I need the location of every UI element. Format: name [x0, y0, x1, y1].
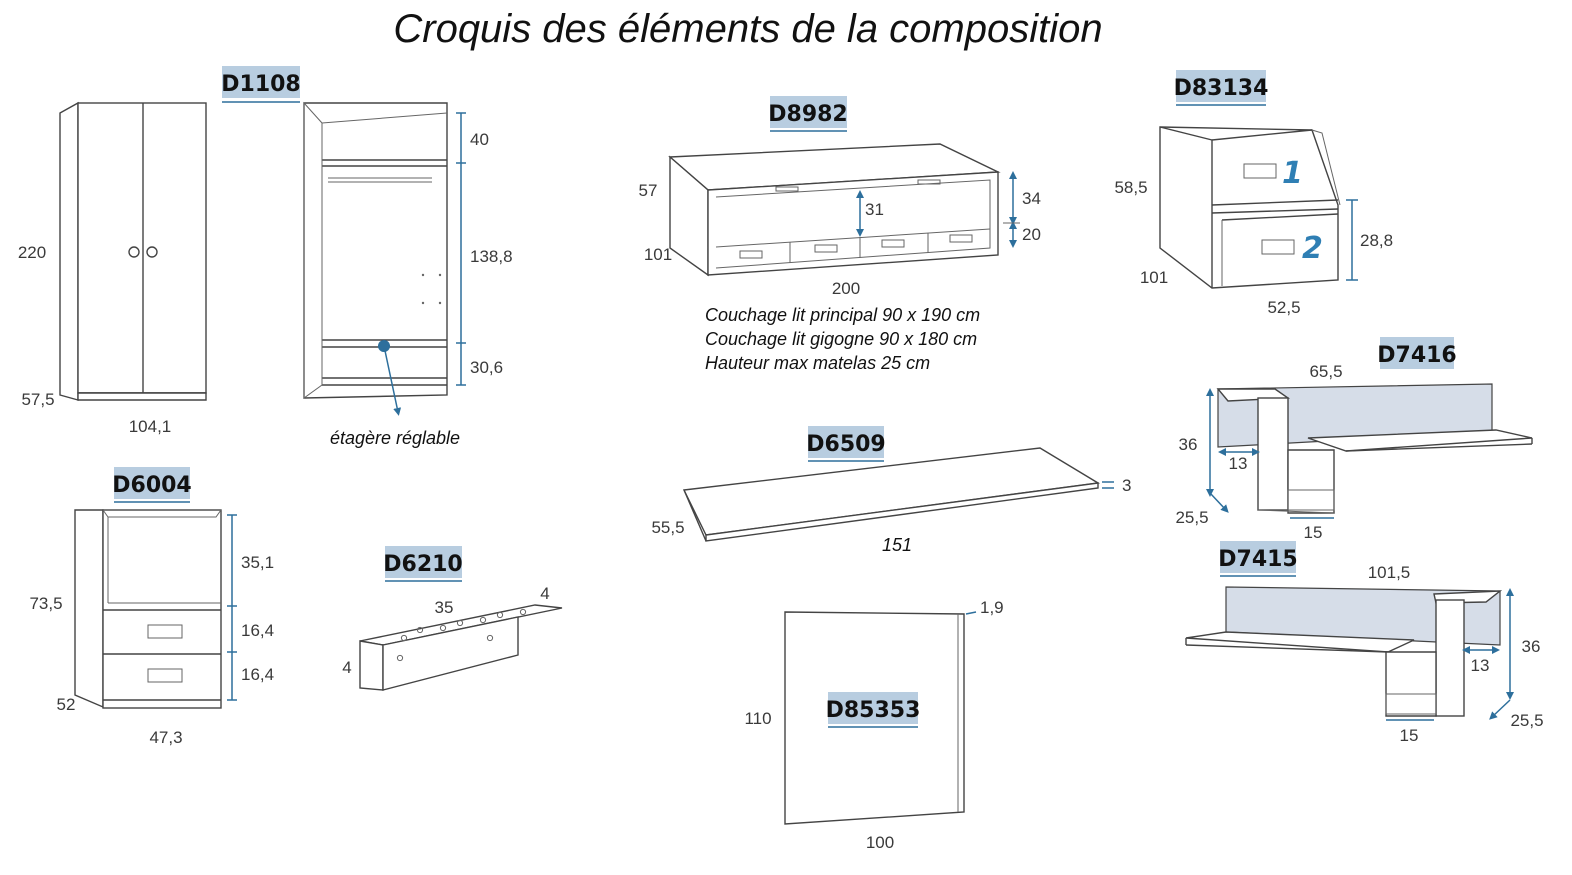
dim-length: 35 [435, 598, 454, 617]
bed-note-1: Couchage lit principal 90 x 190 cm [705, 305, 980, 325]
dim-inner: 13 [1471, 656, 1490, 675]
arrow-icon [383, 345, 402, 416]
knob-icon [128, 246, 140, 258]
dim-width: 52,5 [1267, 298, 1300, 317]
dim-depth: 55,5 [651, 518, 684, 537]
dim-thickness: 3 [1122, 476, 1131, 495]
dim-bottom: 30,6 [470, 358, 503, 377]
dim-height: 57 [639, 181, 658, 200]
item-code: D7416 [1377, 343, 1457, 368]
dim-thickness: 1,9 [980, 598, 1004, 617]
dim-middle: 138,8 [470, 247, 513, 266]
dimension-lines [456, 112, 466, 386]
item-d85353: 1,9 D85353 110 100 [744, 598, 1003, 852]
code-badge [114, 467, 190, 499]
dim-drawer-2: 16,4 [241, 665, 274, 684]
dim-width: 100 [866, 833, 894, 852]
item-code: D8982 [768, 102, 848, 127]
wardrobe-closed [59, 101, 207, 401]
dim-width: 65,5 [1309, 362, 1342, 381]
dim-height: 36 [1179, 435, 1198, 454]
dim-width: 47,3 [149, 728, 182, 747]
dim-inner: 13 [1229, 454, 1248, 473]
item-code: D6004 [112, 473, 192, 498]
bed-note-3: Hauteur max matelas 25 cm [705, 353, 930, 373]
dim-width: 104,1 [129, 417, 172, 436]
item-code: D1108 [221, 72, 301, 97]
dim-top-part: 34 [1022, 189, 1041, 208]
code-badge [222, 66, 300, 98]
item-code: D7415 [1218, 547, 1298, 572]
item-d6004: D6004 35,1 16,4 16,4 73,5 52 47,3 [29, 467, 274, 747]
bed-note-2: Couchage lit gigogne 90 x 180 cm [705, 329, 977, 349]
dim-bottom: 15 [1400, 726, 1419, 745]
dim-depth: 25,5 [1510, 711, 1543, 730]
dim-height: 36 [1522, 637, 1541, 656]
code-badge [808, 426, 884, 458]
dim-drawers: 20 [1022, 225, 1041, 244]
code-badge [770, 96, 847, 128]
item-d1108: D1108 220 57,5 104,1 [18, 66, 513, 448]
dim-inner: 31 [865, 200, 884, 219]
code-badge [828, 692, 918, 724]
dim-lower: 28,8 [1360, 231, 1393, 250]
dim-depth: 52 [57, 695, 76, 714]
item-d83134: D83134 1 2 28,8 58,5 101 52,5 [1114, 70, 1393, 317]
dim-drawer-1: 16,4 [241, 621, 274, 640]
dim-height: 110 [744, 709, 771, 728]
item-d6210: D6210 35 4 4 [342, 546, 563, 691]
item-code: D83134 [1174, 76, 1269, 101]
drawer-label-2: 2 [1302, 231, 1323, 266]
dim-width: 101,5 [1368, 563, 1411, 582]
dim-height: 4 [342, 658, 351, 677]
item-d6509: D6509 3 55,5 151 [651, 426, 1131, 555]
shelf-note: étagère réglable [330, 428, 460, 448]
dim-depth: 101 [644, 245, 672, 264]
dim-height: 73,5 [29, 594, 62, 613]
code-badge [385, 546, 462, 578]
item-d7415: D7415 101,5 36 13 25,5 15 [1185, 541, 1544, 745]
code-badge [1220, 541, 1296, 573]
dim-width: 151 [882, 535, 912, 555]
code-badge [1176, 70, 1266, 102]
dim-depth: 25,5 [1175, 508, 1208, 527]
drawer-label-1: 1 [1282, 156, 1303, 191]
dim-top: 40 [470, 130, 489, 149]
dim-depth: 101 [1140, 268, 1168, 287]
dim-width: 200 [832, 279, 860, 298]
dim-bottom: 15 [1304, 523, 1323, 542]
page-title: Croquis des éléments de la composition [393, 7, 1102, 51]
dim-height: 220 [18, 243, 46, 262]
dim-depth: 4 [540, 584, 549, 603]
item-code: D85353 [826, 698, 921, 723]
item-d7416: D7416 65,5 36 13 25,5 15 [1175, 337, 1533, 542]
dim-depth: 57,5 [21, 390, 54, 409]
item-d8982: D8982 31 34 20 57 101 200 Couchage lit p… [639, 96, 1041, 373]
item-code: D6509 [806, 432, 886, 457]
knob-icon [146, 246, 158, 258]
wardrobe-open [303, 101, 448, 399]
dim-top: 35,1 [241, 553, 274, 572]
code-badge [1380, 337, 1454, 369]
item-code: D6210 [383, 552, 463, 577]
dim-height: 58,5 [1114, 178, 1147, 197]
